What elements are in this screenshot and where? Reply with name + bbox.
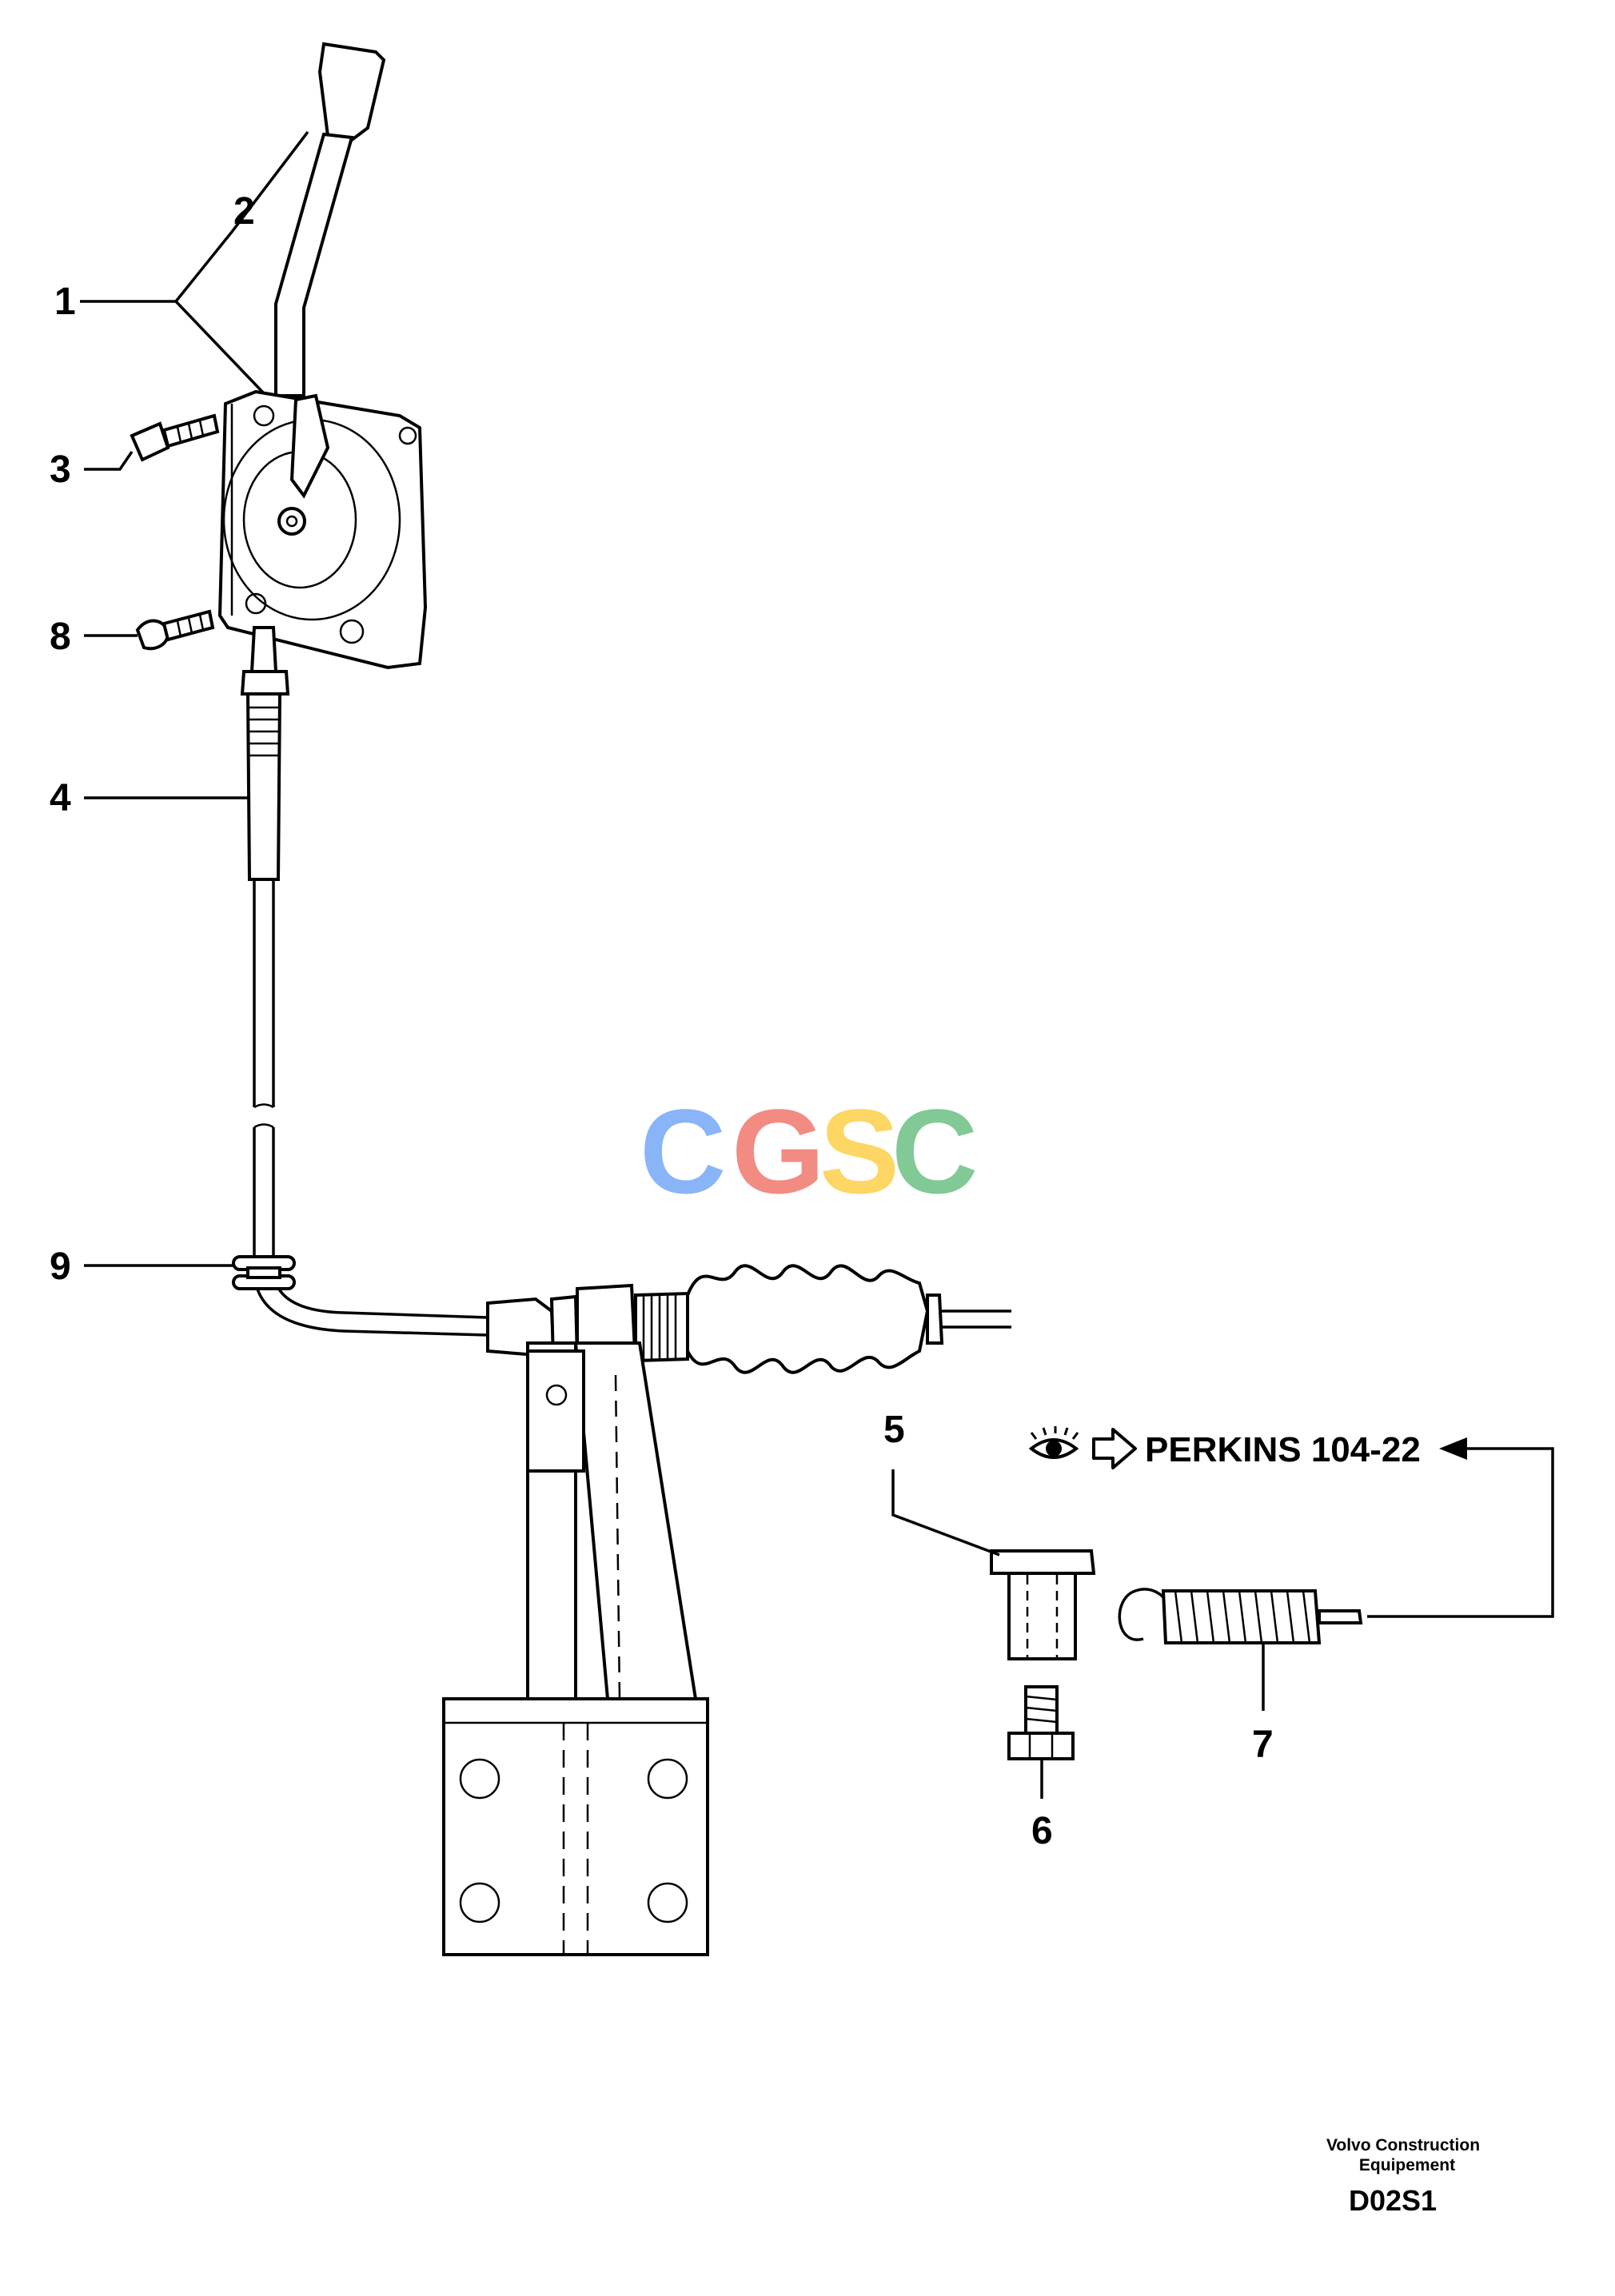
callout-7: 7 — [1252, 1724, 1274, 1766]
callout-4: 4 — [50, 777, 71, 819]
lever-handle — [274, 42, 386, 397]
callout-3: 3 — [50, 448, 71, 491]
screw-8 — [135, 609, 215, 651]
footer-line-1: Volvo Construction — [1326, 2136, 1480, 2154]
arrow-right-icon — [1092, 1428, 1137, 1469]
footer-line-2: Equipement — [1359, 2156, 1455, 2174]
watermark-letter-4: C — [891, 1084, 978, 1218]
callout-6: 6 — [1031, 1810, 1053, 1852]
callout-labels: 1 2 3 4 5 6 7 8 9 — [50, 190, 1274, 1852]
watermark-letter-2: G — [732, 1084, 825, 1218]
watermark-letter-3: S — [819, 1084, 899, 1218]
callout-1: 1 — [54, 281, 76, 323]
callout-8: 8 — [50, 616, 71, 658]
watermark: C G S C — [640, 1084, 978, 1218]
eye-icon — [1028, 1426, 1079, 1459]
watermark-letter-1: C — [640, 1084, 726, 1218]
return-spring-7 — [1118, 1588, 1363, 1644]
callout-2: 2 — [233, 190, 255, 233]
callout-5: 5 — [883, 1409, 905, 1451]
leader-lines — [80, 130, 1554, 1799]
grommet-9 — [232, 1255, 296, 1290]
screw-6 — [1007, 1685, 1075, 1760]
footer: Volvo Construction Equipement D02S1 — [1326, 2136, 1480, 2217]
reference-note: PERKINS 104-22 — [1028, 1426, 1421, 1469]
arrowhead-icon — [1439, 1437, 1467, 1460]
throttle-cable — [240, 626, 488, 1337]
reference-text: PERKINS 104-22 — [1145, 1430, 1421, 1469]
lever-base-plate — [217, 389, 428, 670]
cable-clamp-5 — [990, 1549, 1096, 1660]
callout-9: 9 — [50, 1246, 71, 1288]
footer-code: D02S1 — [1349, 2184, 1437, 2217]
screw-3 — [130, 413, 220, 462]
mounting-bracket — [442, 1341, 709, 1956]
